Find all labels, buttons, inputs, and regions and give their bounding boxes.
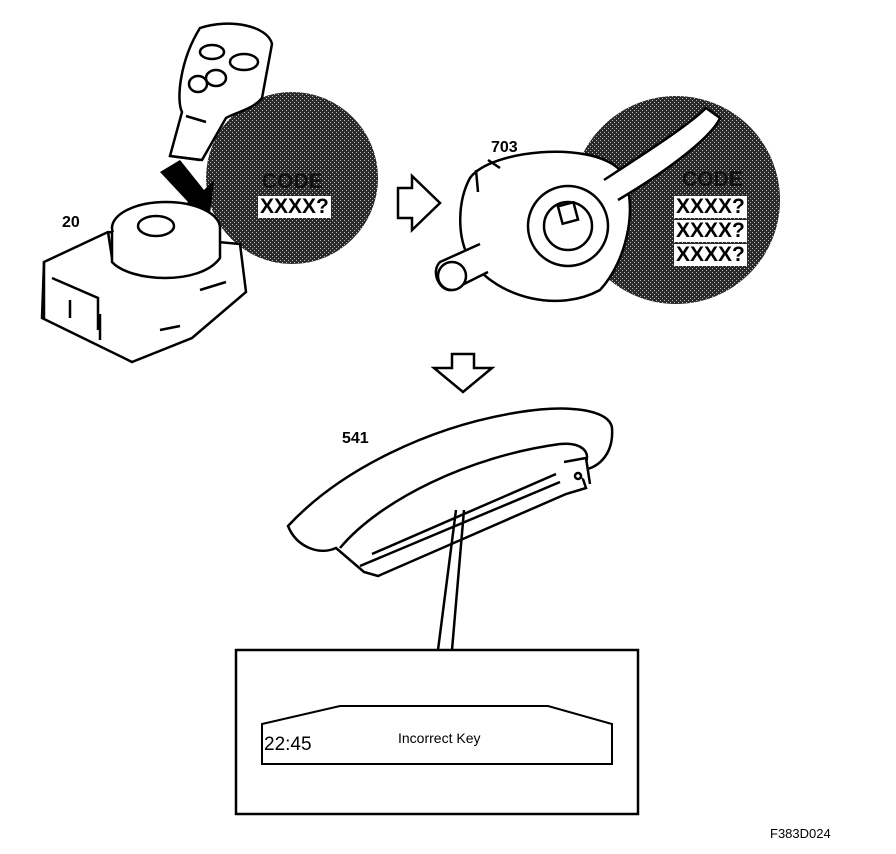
code-bubble-1-header: CODE <box>262 170 323 193</box>
code-bubble-2-line: XXXX? <box>674 195 747 218</box>
step-arrow-right <box>396 173 442 233</box>
label-steering-column-module: 703 <box>491 139 518 156</box>
display-panel <box>261 705 613 765</box>
code-bubble-2-line: XXXX? <box>674 219 747 242</box>
instrument-cluster-illustration <box>286 407 614 578</box>
ignition-switch-illustration <box>40 200 248 364</box>
code-bubble-2-header: CODE <box>682 168 743 191</box>
display-message: Incorrect Key <box>398 730 481 746</box>
display-clock: 22:45 <box>264 734 312 755</box>
code-bubble-1-background <box>206 92 378 264</box>
figure-id: F383D024 <box>770 826 831 841</box>
callout-leader <box>436 509 466 651</box>
label-ignition-switch: 20 <box>62 214 80 231</box>
label-main-instrument-unit: 541 <box>342 430 369 447</box>
steering-column-module-illustration <box>434 106 722 303</box>
code-bubble-1-line: XXXX? <box>258 195 331 218</box>
key-fob-illustration <box>168 22 274 162</box>
code-bubble-2-line: XXXX? <box>674 243 747 266</box>
insert-key-arrow <box>160 160 214 214</box>
step-arrow-down <box>430 352 496 394</box>
